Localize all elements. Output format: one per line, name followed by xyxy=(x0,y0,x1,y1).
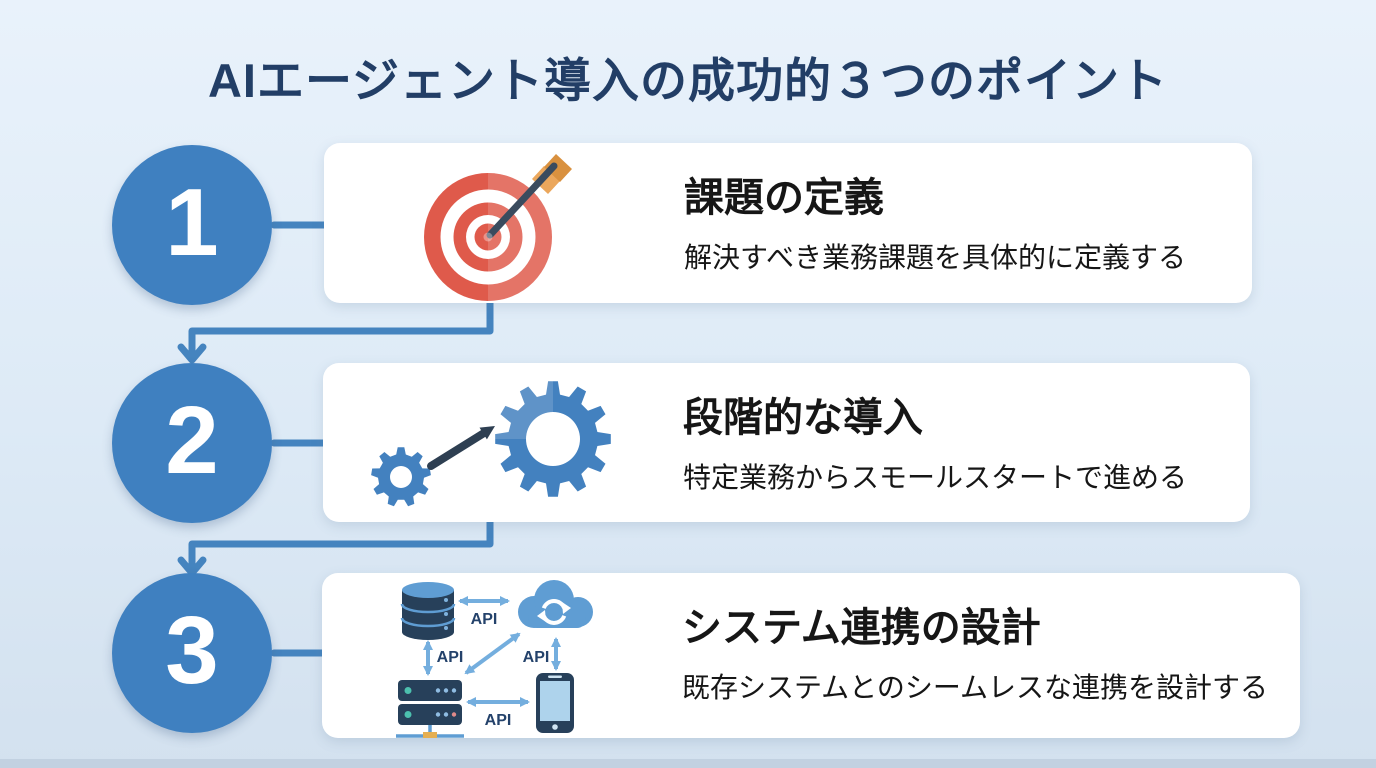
step-2-title: 段階的な導入 xyxy=(683,396,923,440)
server-icon xyxy=(396,680,464,738)
step-1-description: 解決すべき業務課題を具体的に定義する xyxy=(684,241,1187,273)
step-3-number-badge: 3 xyxy=(112,573,272,733)
system-integration-diagram-icon: API API API API xyxy=(396,580,593,738)
connector-card1-to-step2 xyxy=(188,298,494,356)
arrowhead-down-step3 xyxy=(177,556,207,577)
step-1-title: 課題の定義 xyxy=(684,176,884,220)
step-3-description: 既存システムとのシームレスな連携を設計する xyxy=(682,671,1269,703)
api-label: API xyxy=(437,649,464,666)
step-3-number: 3 xyxy=(165,597,219,704)
step-1-number-badge: 1 xyxy=(112,145,272,305)
page-title: AIエージェント導入の成功的３つのポイント xyxy=(207,54,1169,107)
connector-card2-to-step3 xyxy=(188,517,494,569)
api-label: API xyxy=(523,649,550,666)
target-bullseye-icon xyxy=(424,154,572,301)
arrow-feather xyxy=(532,166,560,194)
step-1-number: 1 xyxy=(165,169,219,276)
arrowhead-down-step2 xyxy=(177,343,207,364)
step-2-card: 段階的な導入 特定業務からスモールスタートで進める xyxy=(323,363,1250,522)
api-label: API xyxy=(471,611,498,628)
api-label: API xyxy=(485,712,512,729)
smartphone-icon xyxy=(536,673,574,733)
small-gear xyxy=(371,447,431,507)
api-link-arrows xyxy=(423,596,561,707)
step-3-card: API API API API システム連携の設計 既存システムとのシームレスな… xyxy=(322,573,1300,738)
step-3-title: システム連携の設計 xyxy=(682,606,1041,650)
large-gear xyxy=(495,381,611,497)
arrow-feather xyxy=(544,154,572,182)
step-2-number: 2 xyxy=(165,387,219,494)
step-2-number-badge: 2 xyxy=(112,363,272,523)
growth-arrowhead xyxy=(479,426,495,440)
gears-growth-icon xyxy=(371,381,611,507)
step-2-description: 特定業務からスモールスタートで進める xyxy=(683,461,1188,493)
cloud-sync-icon xyxy=(518,580,593,628)
database-icon xyxy=(400,582,456,640)
step-1-card: 課題の定義 解決すべき業務課題を具体的に定義する xyxy=(324,143,1252,303)
